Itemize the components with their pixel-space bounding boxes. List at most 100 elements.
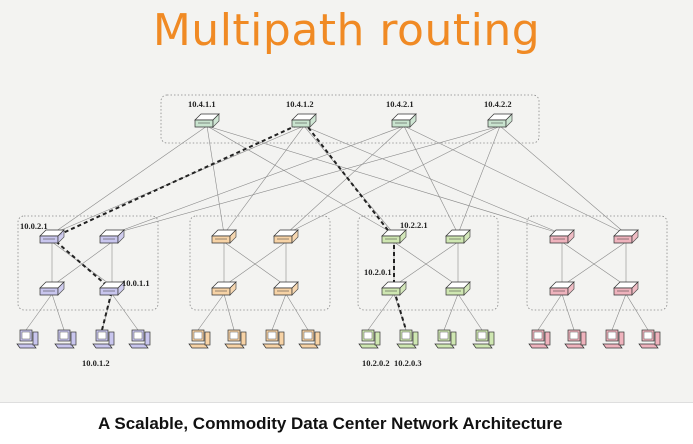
switch-side [505, 113, 513, 128]
pod-box-3 [357, 215, 499, 311]
switch-side [409, 113, 417, 128]
screen [193, 331, 203, 340]
switch-side [631, 281, 639, 296]
switch-side [291, 229, 299, 244]
switch-front [381, 235, 401, 244]
core-switch-label: 10.4.1.2 [286, 99, 314, 109]
keyboard [224, 343, 245, 349]
aggregation-switch [39, 229, 65, 244]
switch-side [57, 229, 65, 244]
tower [204, 331, 211, 346]
switch-front [381, 287, 401, 296]
aggregation-switch-label: 10.2.2.1 [400, 220, 428, 230]
edge-switch [273, 281, 299, 296]
host-pc-icon [396, 329, 419, 349]
keyboard [92, 343, 113, 349]
host-label: 10.0.1.2 [82, 358, 110, 368]
switch-front [99, 287, 119, 296]
switch-side [399, 281, 407, 296]
edge-switch [549, 281, 575, 296]
edge-host-link [25, 293, 53, 331]
edge-host-link [611, 293, 627, 331]
host-pc-icon [528, 329, 551, 349]
aggregation-switch [211, 229, 237, 244]
switch-front [39, 235, 59, 244]
keyboard [528, 343, 549, 349]
switch-front [549, 287, 569, 296]
agg-edge-link [561, 241, 627, 287]
keyboard [358, 343, 379, 349]
switch-front [194, 119, 214, 128]
core-agg-link [457, 125, 501, 235]
core-agg-link [206, 125, 563, 235]
tower [278, 331, 285, 346]
edge-host-link [223, 293, 235, 331]
switch-front [211, 235, 231, 244]
aggregation-switch [549, 229, 575, 244]
core-switch-label: 10.4.1.1 [188, 99, 216, 109]
keyboard [262, 343, 283, 349]
edge-host-link [537, 293, 563, 331]
switch-front [445, 287, 465, 296]
host-pc-icon [358, 329, 381, 349]
edge-host-link [271, 293, 287, 331]
slide-title: Multipath routing [152, 5, 541, 56]
core-switch [487, 113, 513, 128]
switch-side [117, 229, 125, 244]
switch-front [445, 235, 465, 244]
core-agg-link [285, 125, 405, 235]
host-pc-icon [16, 329, 39, 349]
aggregation-switch-label: 10.0.2.1 [20, 221, 48, 231]
edge-switch [99, 281, 125, 296]
edge-host-link [625, 293, 649, 331]
switch-side [463, 229, 471, 244]
screen [643, 331, 653, 340]
screen [569, 331, 579, 340]
screen [21, 331, 31, 340]
edge-host-link [285, 293, 309, 331]
host-pc-icon [188, 329, 211, 349]
keyboard [564, 343, 585, 349]
tower [488, 331, 495, 346]
host-pc-icon [602, 329, 625, 349]
switch-side [567, 229, 575, 244]
tower [544, 331, 551, 346]
screen [303, 331, 313, 340]
switch-side [229, 281, 237, 296]
keyboard [396, 343, 417, 349]
edge-switch [613, 281, 639, 296]
keyboard [16, 343, 37, 349]
core-agg-link [499, 125, 627, 235]
route-segment [51, 237, 113, 291]
switch-side [631, 229, 639, 244]
switch-front [273, 287, 293, 296]
screen [477, 331, 487, 340]
tower [580, 331, 587, 346]
screen [363, 331, 373, 340]
edge-switch [211, 281, 237, 296]
screen [229, 331, 239, 340]
edge-host-link [561, 293, 575, 331]
tower [144, 331, 151, 346]
core-agg-link [223, 125, 305, 235]
keyboard [54, 343, 75, 349]
host-pc-icon [128, 329, 151, 349]
caption-text: A Scalable, Commodity Data Center Networ… [94, 412, 567, 436]
core-switch [291, 113, 317, 128]
switch-side [567, 281, 575, 296]
switch-side [291, 281, 299, 296]
tower [108, 331, 115, 346]
tower [32, 331, 39, 346]
aggregation-switch [445, 229, 471, 244]
switch-side [57, 281, 65, 296]
aggregation-switch [613, 229, 639, 244]
edge-host-link [443, 293, 459, 331]
edge-host-link [457, 293, 483, 331]
switch-front [613, 235, 633, 244]
screen [533, 331, 543, 340]
switch-front [291, 119, 311, 128]
agg-edge-link [393, 241, 459, 287]
aggregation-switch [99, 229, 125, 244]
switch-side [463, 281, 471, 296]
